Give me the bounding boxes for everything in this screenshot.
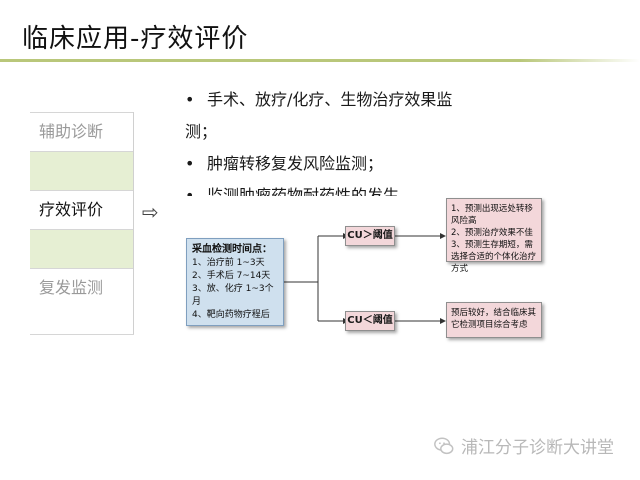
low-risk-result-box: 预后较好，结合临床其它检测项目综合考虑 — [446, 302, 542, 338]
bullet-item: • 手术、放疗/化疗、生物治疗效果监 — [185, 84, 505, 116]
nav-divider — [30, 229, 134, 230]
wechat-logo-icon — [434, 436, 454, 454]
sampling-timepoint: 2、手术后 7~14天 — [192, 271, 271, 281]
cu-above-threshold-label: CU＞阈值 — [345, 226, 395, 246]
right-arrow-icon: ⇨ — [142, 200, 159, 224]
bullet-item: • 肿瘤转移复发风险监测； — [185, 148, 505, 180]
bullet-dot-icon: • — [185, 154, 195, 173]
title-underline — [0, 59, 520, 62]
nav-right-border — [133, 112, 134, 334]
bullet-text: 手术、放疗/化疗、生物治疗效果监 — [207, 90, 453, 109]
bullet-text: 测； — [185, 122, 218, 141]
bullet-list: • 手术、放疗/化疗、生物治疗效果监 测； • 肿瘤转移复发风险监测； • 监测肿瘤药… — [185, 84, 505, 196]
watermark-text: 浦江分子诊断大讲堂 — [461, 438, 614, 458]
nav-divider — [30, 334, 134, 335]
title-underline-fade — [520, 59, 640, 62]
nav-spacer — [30, 152, 134, 190]
high-risk-result-box: 1、预测出现远处转移风险高 2、预测治疗效果不佳 3、预测生存期短，需选择合适的… — [446, 198, 542, 274]
nav-item-label: 辅助诊断 — [39, 122, 104, 141]
bullet-item-clipped: • 监测肿瘤药物耐药性的发生 — [185, 180, 505, 196]
nav-divider — [30, 112, 134, 113]
bullet-dot-icon: • — [185, 186, 195, 196]
nav-item-label: 疗效评价 — [39, 200, 104, 219]
high-risk-result-line: 3、预测生存期短，需选择合适的个体化治疗方式 — [451, 240, 537, 274]
nav-item-recurrence-monitoring[interactable]: 复发监测 — [30, 269, 134, 307]
nav-divider — [30, 268, 134, 269]
sampling-timepoints-box: 采血检测时间点： 1、治疗前 1~3天 2、手术后 7~14天 3、放、化疗 1… — [186, 238, 284, 326]
low-risk-result-text: 预后较好，结合临床其它检测项目综合考虑 — [451, 308, 537, 330]
bullet-dot-icon: • — [185, 90, 195, 109]
nav-item-label: 复发监测 — [39, 278, 104, 297]
sampling-timepoints-heading: 采血检测时间点： — [192, 244, 272, 255]
nav-divider — [30, 151, 134, 152]
nav-divider — [30, 190, 134, 191]
nav-item-efficacy-evaluation[interactable]: 疗效评价 — [30, 191, 134, 229]
sampling-timepoint: 4、靶向药物疗程后 — [192, 310, 270, 320]
sampling-timepoint: 1、治疗前 1~3天 — [192, 258, 265, 268]
watermark: 浦江分子诊断大讲堂 — [433, 433, 614, 458]
bullet-text: 监测肿瘤药物耐药性的发生 — [207, 186, 400, 196]
nav-spacer — [30, 230, 134, 268]
bullet-item-continuation: 测； — [185, 116, 505, 148]
bullet-text: 肿瘤转移复发风险监测； — [207, 154, 384, 173]
sampling-timepoint: 3、放、化疗 1~3个月 — [192, 284, 274, 307]
cu-below-threshold-label: CU＜阈值 — [345, 311, 395, 331]
nav-item-auxiliary-diagnosis[interactable]: 辅助诊断 — [30, 113, 134, 151]
page-title: 临床应用-疗效评价 — [22, 24, 249, 54]
high-risk-result-line: 2、预测治疗效果不佳 — [451, 228, 533, 238]
high-risk-result-line: 1、预测出现远处转移风险高 — [451, 204, 533, 226]
